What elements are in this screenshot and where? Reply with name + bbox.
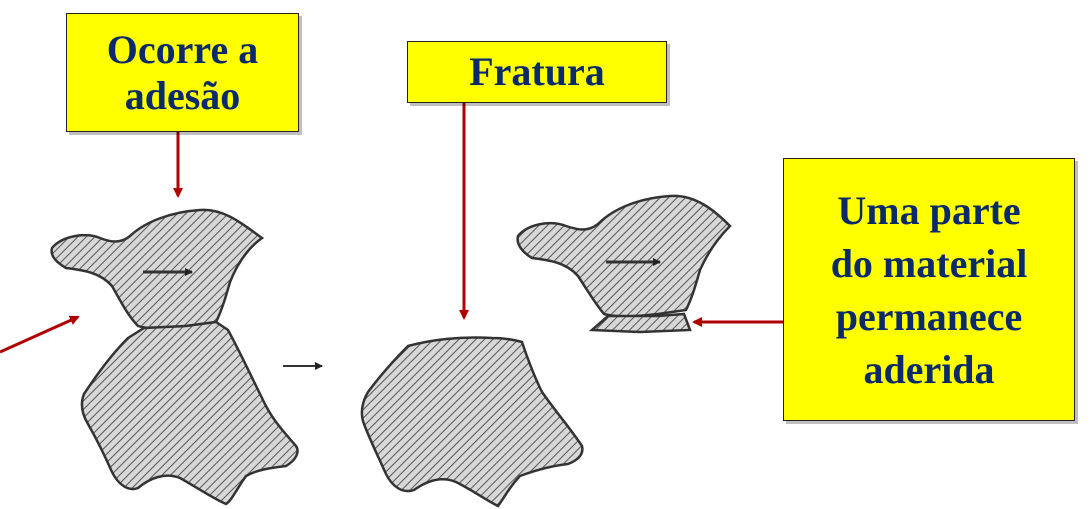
stage-transfer-shapes xyxy=(516,194,732,334)
stage-fracture-shapes xyxy=(360,336,584,508)
label-transfer: Uma parte do material permanece aderida xyxy=(783,158,1075,421)
pointer-arrows xyxy=(0,103,783,354)
lower-body-stage1 xyxy=(80,320,299,506)
lower-body-stage2 xyxy=(360,336,584,508)
label-adhesion-line2: adesão xyxy=(124,72,241,118)
label-transfer-line4: aderida xyxy=(863,346,995,392)
stage-adhesion-shapes xyxy=(50,208,299,506)
label-transfer-line3: permanece xyxy=(835,293,1023,339)
label-fracture-text: Fratura xyxy=(469,49,605,94)
upper-asperity-stage3 xyxy=(516,194,732,318)
label-transfer-line1: Uma parte xyxy=(837,187,1021,233)
label-adhesion: Ocorre a adesão xyxy=(66,13,299,132)
upper-asperity-stage1 xyxy=(50,208,265,330)
adhered-fragment xyxy=(588,312,692,334)
arrow-junction xyxy=(0,315,80,354)
label-fracture: Fratura xyxy=(407,41,667,103)
label-transfer-line2: do material xyxy=(830,240,1028,286)
label-adhesion-line1: Ocorre a xyxy=(106,26,259,72)
